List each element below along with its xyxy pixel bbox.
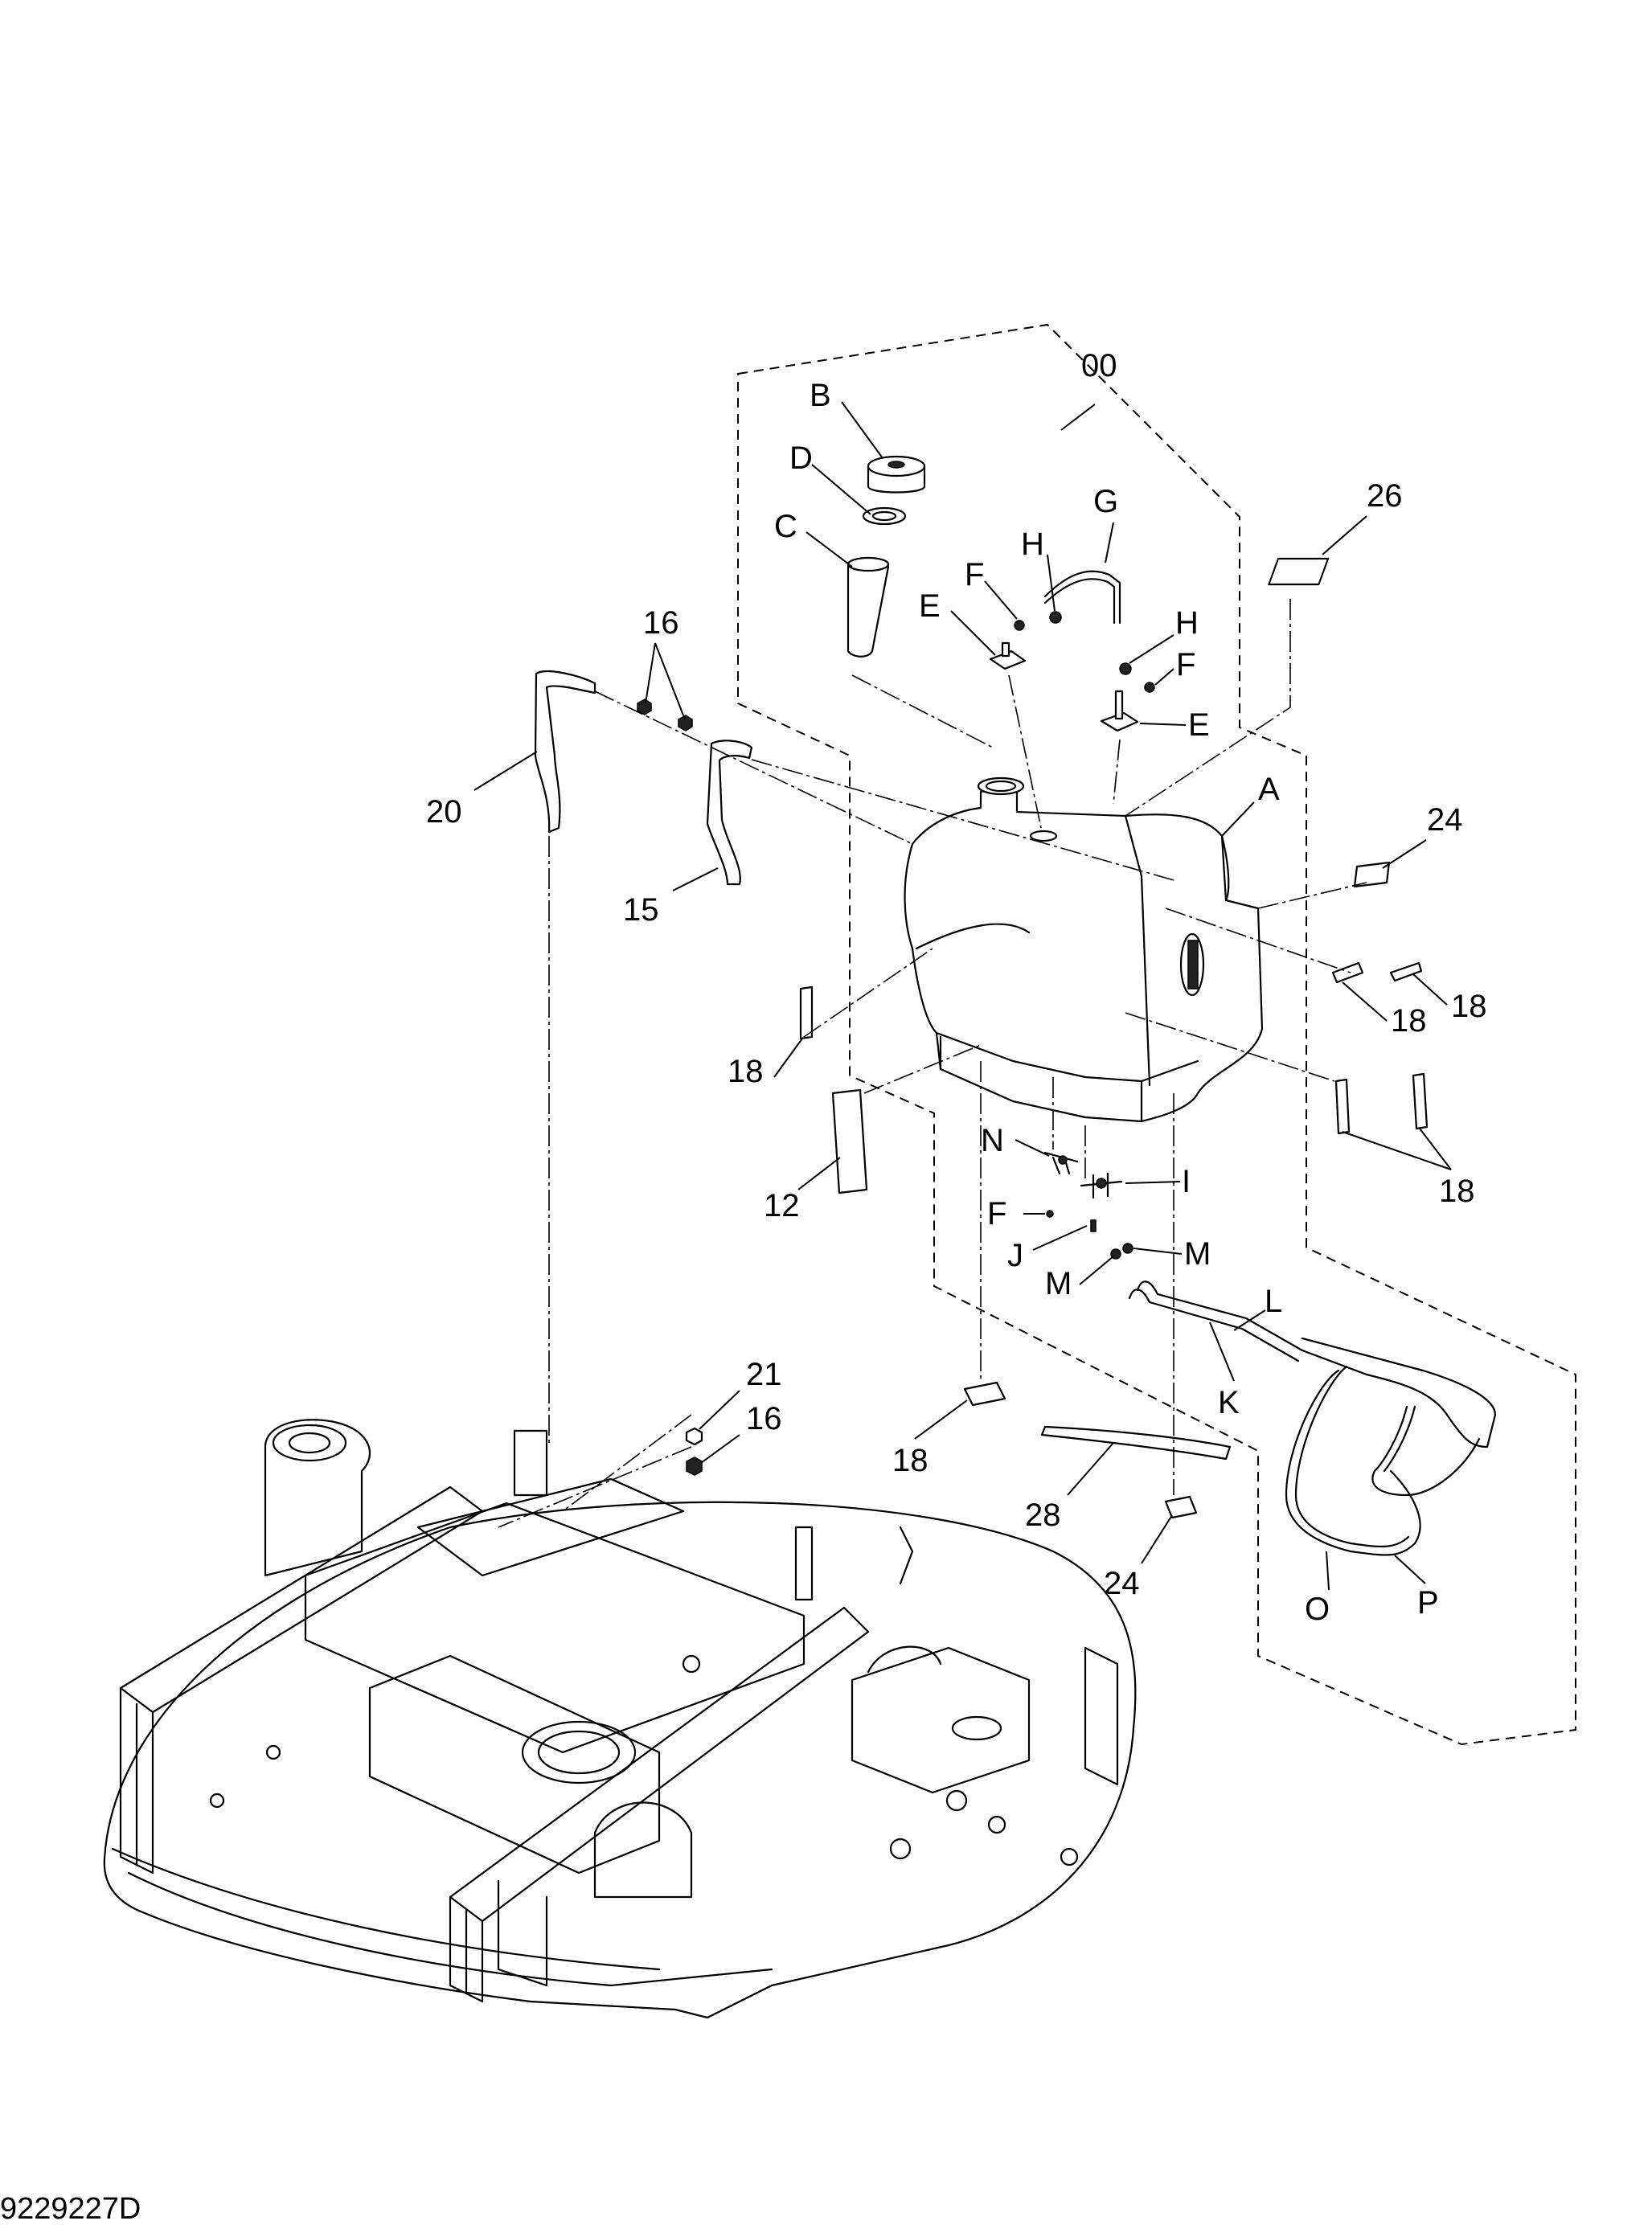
hose-P [1371, 1405, 1481, 1497]
vent-hose-G [1043, 570, 1121, 625]
callout-O: O [1305, 1592, 1330, 1627]
filler-cap-B [867, 455, 926, 494]
plug-J [1090, 1219, 1097, 1232]
hose-O [1285, 1365, 1421, 1556]
clip-F-lower [1144, 682, 1155, 693]
clamp-H-upper [1049, 611, 1062, 624]
pad-12 [831, 1088, 868, 1194]
callout-16-lower: 16 [746, 1401, 782, 1436]
clip-F-upper [1014, 620, 1025, 631]
callout-P: P [1417, 1585, 1439, 1621]
callout-18-lowright: 18 [1439, 1174, 1475, 1209]
callout-24-lower: 24 [1104, 1566, 1140, 1601]
callout-E-upper: E [919, 588, 941, 624]
filler-tube-C [846, 556, 890, 658]
callout-21: 21 [746, 1357, 782, 1392]
callout-F-upper: F [965, 557, 984, 592]
drawing-number: 9229227D [0, 2192, 141, 2226]
callout-G: G [1093, 484, 1118, 519]
fitting-N [1043, 1151, 1079, 1175]
callout-N: N [981, 1123, 1004, 1158]
pad-18-right-1 [1331, 961, 1364, 984]
hose-K-L [1128, 1280, 1497, 1448]
pad-18-bottom [963, 1381, 1006, 1407]
fuel-tank [904, 776, 1264, 1123]
callout-A: A [1258, 772, 1280, 807]
callout-E-lower: E [1188, 707, 1210, 743]
pad-18-lowright-1 [1334, 1078, 1351, 1135]
callout-F-lower: F [1176, 647, 1195, 682]
strip-28 [1040, 1425, 1232, 1461]
strap-20 [534, 670, 596, 834]
callout-H-upper: H [1021, 527, 1044, 562]
callout-16-upper: 16 [643, 605, 679, 641]
callout-M-left: M [1045, 1266, 1072, 1301]
nut-16-lower [686, 1457, 703, 1476]
assembly-group-outline [737, 323, 1576, 1746]
flange-E-upper [989, 641, 1027, 670]
callout-labels: 00 A B C D E E F F F G H H I J K L M M N… [426, 348, 1487, 1627]
pad-24-lower [1164, 1495, 1198, 1519]
clamp-M-right [1122, 1243, 1133, 1254]
pad-18-left [799, 985, 814, 1040]
pad-18-lowright-2 [1412, 1072, 1429, 1130]
callout-I: I [1182, 1164, 1191, 1199]
callout-18-right: 18 [1451, 989, 1487, 1024]
clip-F-bottom [1046, 1210, 1054, 1218]
pad-18-right-2 [1389, 961, 1423, 982]
callout-28: 28 [1025, 1498, 1061, 1533]
leader-lines [473, 401, 1452, 1591]
callout-M-right: M [1184, 1236, 1211, 1272]
callout-H-lower: H [1175, 605, 1199, 641]
callout-L: L [1265, 1284, 1282, 1319]
callout-18-mid: 18 [1391, 1003, 1427, 1039]
callout-15: 15 [623, 892, 659, 928]
callout-00: 00 [1081, 348, 1117, 383]
callout-24-upper: 24 [1427, 802, 1463, 838]
callout-F-bottom: F [987, 1196, 1006, 1231]
callout-20: 20 [426, 794, 462, 830]
callout-26: 26 [1367, 478, 1403, 514]
upper-frame [103, 1419, 1137, 2019]
pad-26 [1268, 557, 1330, 586]
gasket-D [862, 506, 907, 526]
nut-16-upper [637, 699, 693, 731]
callout-J: J [1007, 1238, 1023, 1273]
callout-C: C [774, 509, 797, 544]
callout-D: D [789, 440, 813, 476]
pad-24-upper [1353, 861, 1391, 888]
flange-E-lower [1100, 690, 1139, 732]
callout-18-bottom: 18 [892, 1443, 928, 1478]
callout-B: B [810, 378, 831, 413]
callout-18-left: 18 [728, 1054, 764, 1089]
strap-15 [706, 740, 753, 886]
alignment-lines [498, 599, 1367, 1528]
callout-12: 12 [764, 1188, 800, 1223]
fitting-I [1080, 1172, 1123, 1199]
clamp-H-lower [1119, 662, 1132, 675]
callout-K: K [1218, 1385, 1240, 1420]
washer-21 [685, 1427, 703, 1446]
